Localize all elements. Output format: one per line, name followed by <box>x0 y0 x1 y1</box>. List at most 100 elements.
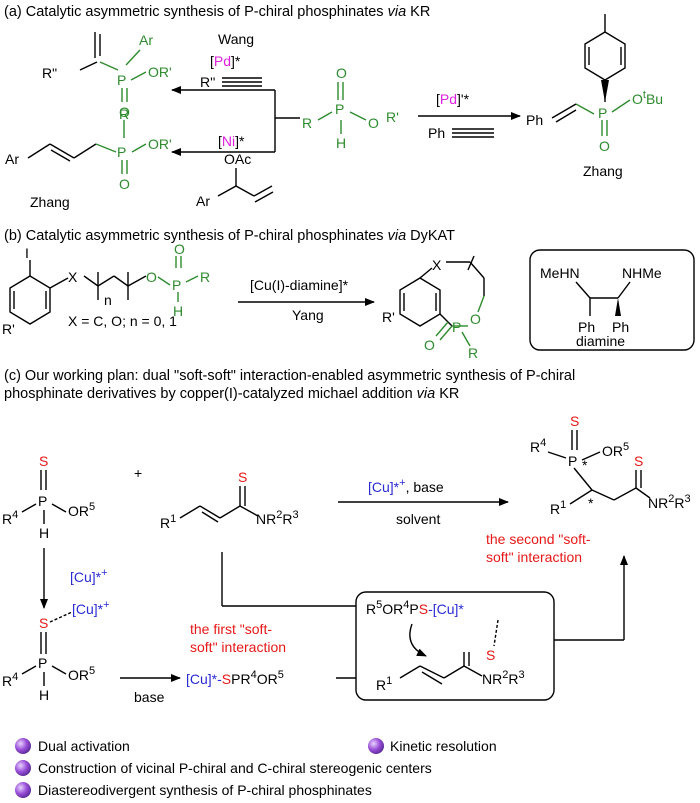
svg-text:O: O <box>599 138 610 154</box>
svg-text:O: O <box>119 176 130 192</box>
diamine-box: MeHN NHMe Ph Ph diamine <box>529 249 695 351</box>
svg-text:[Cu]*+: [Cu]*+ <box>72 599 110 617</box>
panel-c: (c) Our working plan: dual "soft-soft" i… <box>2 368 691 705</box>
svg-text:[Ni]*: [Ni]* <box>218 133 245 149</box>
svg-text:P: P <box>117 144 126 160</box>
connector-lines <box>221 552 628 679</box>
svg-text:R5OR4PS-[Cu]*: R5OR4PS-[Cu]* <box>366 599 464 617</box>
svg-text:P: P <box>117 72 126 88</box>
svg-text:X: X <box>432 257 442 273</box>
svg-text:O: O <box>368 115 379 131</box>
svg-text:*: * <box>582 457 588 473</box>
legend-item-2: Kinetic resolution <box>390 738 497 754</box>
substrate-a: O R P O R' H <box>302 65 399 151</box>
svg-text:R1: R1 <box>160 513 176 531</box>
svg-text:S: S <box>39 453 48 469</box>
arrow-b: [Cu(I)-diamine]* Yang <box>238 277 375 323</box>
svg-text:H: H <box>173 303 183 319</box>
svg-text:*: * <box>588 495 594 511</box>
svg-text:OAc: OAc <box>224 151 251 167</box>
svg-text:P: P <box>172 277 181 293</box>
cu-complex-substrate: S [Cu]*+ R4 P OR5 H <box>2 599 110 703</box>
svg-text:Zhang: Zhang <box>30 194 70 210</box>
svg-text:X: X <box>68 269 78 285</box>
svg-text:S: S <box>486 647 495 663</box>
svg-text:R1: R1 <box>376 675 392 693</box>
svg-text:diamine: diamine <box>576 333 625 349</box>
svg-text:P: P <box>598 105 607 121</box>
svg-text:S: S <box>39 615 48 631</box>
product-3: Ph P OtBu O Zhang <box>526 14 663 179</box>
svg-text:S: S <box>238 469 247 485</box>
svg-text:Zhang: Zhang <box>583 163 623 179</box>
svg-text:O: O <box>119 104 130 120</box>
svg-text:Ph: Ph <box>526 112 543 128</box>
svg-text:OR5: OR5 <box>602 441 629 459</box>
svg-text:R: R <box>200 269 210 285</box>
svg-text:R': R' <box>386 109 399 125</box>
svg-text:OR': OR' <box>148 64 172 80</box>
svg-text:base: base <box>134 689 165 705</box>
svg-text:MeHN: MeHN <box>540 265 580 281</box>
svg-text:O: O <box>146 269 157 285</box>
svg-text:R4: R4 <box>2 671 18 689</box>
svg-text:[Cu]*+, base: [Cu]*+, base <box>368 477 444 495</box>
svg-text:NR2R3: NR2R3 <box>256 509 299 527</box>
svg-text:R'': R'' <box>200 74 215 90</box>
svg-text:the first "soft-: the first "soft- <box>190 621 272 637</box>
panel-b: (b) Catalytic asymmetric synthesis of P-… <box>2 228 695 361</box>
svg-text:Ph: Ph <box>578 319 595 335</box>
legend-item-3: Construction of vicinal P-chiral and C-c… <box>38 760 432 776</box>
legend-item-1: Dual activation <box>38 738 130 754</box>
svg-text:OR': OR' <box>148 136 172 152</box>
panel-b-heading: (b) Catalytic asymmetric synthesis of P-… <box>4 228 455 244</box>
svg-text:P: P <box>335 101 344 117</box>
svg-text:Ar: Ar <box>196 193 210 209</box>
svg-text:n: n <box>104 292 112 308</box>
svg-text:O: O <box>336 65 347 81</box>
svg-text:Ar: Ar <box>5 151 19 167</box>
substrate-b: I R' X n O P O H R X = C, O; n = 0, 1 <box>2 241 210 337</box>
arrow-c-main: [Cu]*+, base solvent <box>338 477 509 527</box>
svg-text:S: S <box>634 453 643 469</box>
svg-text:O: O <box>174 241 185 257</box>
bullet-icon <box>15 738 31 754</box>
svg-text:R1: R1 <box>550 499 566 517</box>
thioamide: S R1 NR2R3 <box>160 469 299 531</box>
svg-text:X = C, O; n = 0, 1: X = C, O; n = 0, 1 <box>68 313 177 329</box>
svg-text:H: H <box>39 687 49 703</box>
arrows-left: Wang [Pd]* R'' [Ni]* OAc Ar <box>171 31 300 209</box>
svg-text:H: H <box>336 135 346 151</box>
svg-text:R: R <box>302 115 312 131</box>
svg-text:solvent: solvent <box>396 511 440 527</box>
product-2: Ar R P OR' O Zhang <box>5 106 172 210</box>
svg-text:soft" interaction: soft" interaction <box>190 639 286 655</box>
svg-text:[Cu]*-SPR4OR5: [Cu]*-SPR4OR5 <box>186 669 284 687</box>
svg-text:R: R <box>468 345 478 361</box>
arrow-right-a: [Pd]'* Ph <box>418 91 521 141</box>
svg-text:R': R' <box>2 321 15 337</box>
svg-text:O: O <box>424 337 435 353</box>
svg-text:P: P <box>568 453 577 469</box>
svg-text:R': R' <box>382 309 395 325</box>
svg-text:the second "soft-: the second "soft- <box>486 531 591 547</box>
product-c: S R4 P * OR5 S R1 * NR2R3 the second "so… <box>486 413 691 565</box>
svg-text:[Cu]*+: [Cu]*+ <box>70 567 108 585</box>
legend: Dual activation Kinetic resolution Const… <box>15 738 497 798</box>
svg-text:Ar: Ar <box>139 32 153 48</box>
product-1: R" Ar P OR' O <box>42 32 172 120</box>
svg-text:R4: R4 <box>530 437 546 455</box>
svg-text:Ph: Ph <box>428 125 445 141</box>
svg-text:NHMe: NHMe <box>622 265 662 281</box>
svg-text:R: R <box>119 106 129 122</box>
svg-text:NR2R3: NR2R3 <box>648 493 691 511</box>
svg-text:OR5: OR5 <box>68 501 95 519</box>
svg-text:Wang: Wang <box>218 31 254 47</box>
product-b: R' X P O O R <box>382 255 485 361</box>
svg-text:OtBu: OtBu <box>632 89 663 107</box>
svg-text:+: + <box>134 465 142 481</box>
arrow-c-base: base [Cu]*-SPR4OR5 <box>120 669 284 705</box>
svg-text:O: O <box>470 311 481 327</box>
svg-text:R": R" <box>42 65 57 81</box>
svg-text:I: I <box>25 245 29 261</box>
